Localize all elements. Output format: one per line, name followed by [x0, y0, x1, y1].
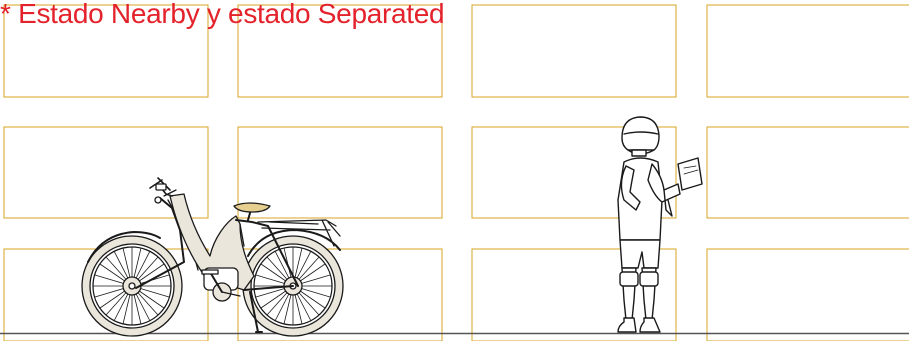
rear-wheel [82, 236, 182, 336]
grid-panel [472, 5, 676, 97]
saddle [234, 203, 270, 212]
shoe [640, 318, 660, 332]
knee-pad [620, 272, 638, 286]
shorts [620, 240, 660, 268]
pedal [202, 270, 218, 274]
shoe [618, 318, 636, 332]
grid-panel [238, 127, 442, 218]
grid-panel [707, 5, 909, 97]
grid-panel [707, 249, 909, 341]
phone-icon [678, 158, 702, 190]
knee-pad [640, 272, 658, 286]
person-with-phone-icon [618, 117, 702, 332]
e-bike-icon [82, 178, 343, 336]
diagram-caption: * Estado Nearby y estado Separated [0, 0, 444, 32]
grid-panel [707, 127, 909, 218]
